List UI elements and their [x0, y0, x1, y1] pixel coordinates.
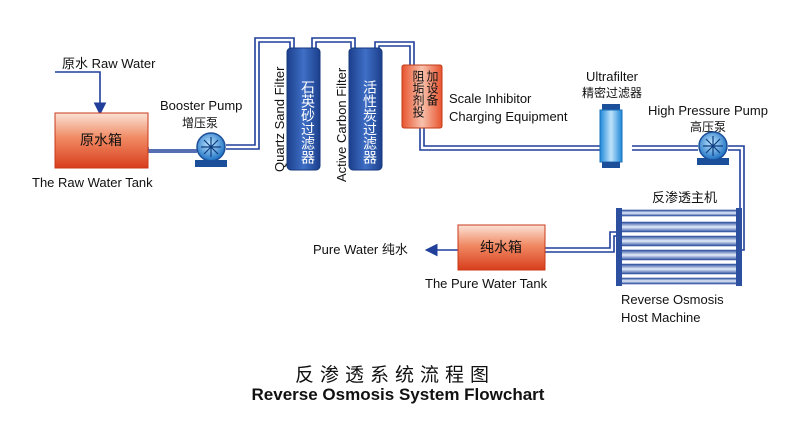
- scale-inhibitor-label-cn-2: 加设备: [425, 70, 439, 107]
- pipe-ro-to-pure-2: [545, 235, 620, 253]
- carbon-filter-label-cn: 活性炭过滤器: [362, 80, 378, 164]
- ro-label-en-2: Host Machine: [621, 310, 700, 325]
- carbon-filter-label-en: Active Carbon Filter: [334, 67, 349, 182]
- pipe-tank-to-pump: [147, 147, 197, 151]
- ro-label-en-1: Reverse Osmosis: [621, 292, 724, 307]
- pipe-carbon-to-scale-2: [378, 45, 411, 65]
- ultrafilter-label-en: Ultrafilter: [586, 69, 639, 84]
- booster-pump-label-cn: 增压泵: [182, 116, 218, 130]
- high-pressure-pump-icon: [697, 131, 729, 165]
- raw-tank-label: 原水箱: [80, 132, 122, 148]
- pipe-carbon-to-scale: [374, 41, 415, 65]
- scale-inhibitor-label-cn-1: 阻垢剂投: [411, 70, 425, 118]
- active-carbon-filter: [348, 47, 383, 171]
- ro-host-machine: [616, 208, 742, 286]
- raw-water-tank: 原水箱: [54, 112, 149, 169]
- quartz-sand-filter: [286, 47, 321, 171]
- raw-water-input-label: 原水 Raw Water: [62, 56, 156, 71]
- scale-inhibitor-equipment: [401, 64, 443, 129]
- pipe-scale-to-uf-2: [423, 128, 617, 160]
- pipe-pump-to-quartz-2: [226, 41, 291, 150]
- pure-water-tank: 纯水箱: [457, 224, 546, 271]
- quartz-filter-label-cn: 石英砂过滤器: [300, 80, 316, 164]
- pipe-ro-to-pure: [545, 231, 620, 249]
- title-en: Reverse Osmosis System Flowchart: [252, 385, 545, 404]
- booster-pump-icon: [195, 132, 227, 167]
- pipe-quartz-to-carbon: [311, 37, 356, 48]
- pipes: [55, 37, 745, 257]
- title-cn: 反渗透系统流程图: [295, 364, 495, 386]
- pipe-raw-inlet: [55, 71, 107, 116]
- ultrafilter-unit: [599, 104, 623, 168]
- ultrafilter-label-cn: 精密过滤器: [582, 85, 642, 100]
- pure-tank-label: 纯水箱: [480, 239, 522, 255]
- ro-label-cn: 反渗透主机: [652, 190, 717, 205]
- hp-pump-label-cn: 高压泵: [690, 119, 726, 134]
- scale-inhibitor-label-en-1: Scale Inhibitor: [449, 91, 532, 106]
- pipe-pump-to-quartz: [226, 37, 295, 146]
- pure-water-output-label: Pure Water 纯水: [313, 242, 408, 257]
- pure-tank-caption: The Pure Water Tank: [425, 276, 548, 291]
- pipe-quartz-to-carbon-2: [315, 41, 352, 48]
- raw-tank-caption: The Raw Water Tank: [32, 175, 153, 190]
- quartz-filter-label-en: Quartz Sand Filter: [272, 66, 287, 172]
- scale-inhibitor-label-en-2: Charging Equipment: [449, 109, 568, 124]
- pipe-scale-to-uf: [419, 128, 613, 160]
- hp-pump-label-en: High Pressure Pump: [648, 103, 768, 118]
- booster-pump-label-en: Booster Pump: [160, 98, 242, 113]
